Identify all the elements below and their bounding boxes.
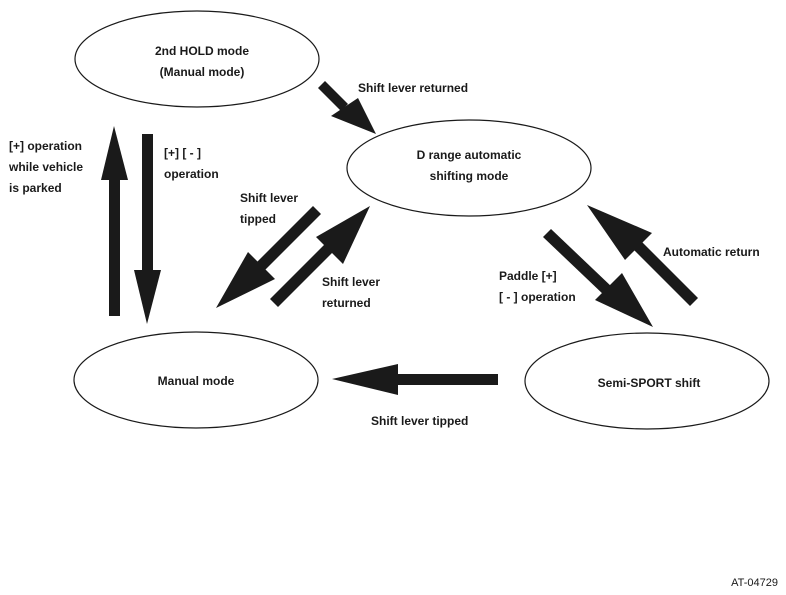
label-hold-to-manual-line2: operation [164,167,219,181]
node-manual-mode: Manual mode [73,331,319,429]
label-drange-to-manual-line1: Shift lever [240,191,298,205]
label-hold-to-manual-line1: [+] [ - ] [164,146,201,160]
label-drange-to-sport-line2: [ - ] operation [499,290,576,304]
figure-id: AT-04729 [731,577,778,589]
hold-mode-label-line2: (Manual mode) [160,65,245,79]
label-sport-to-manual: Shift lever tipped [371,414,468,428]
label-manual-to-drange-line1: Shift lever [322,275,380,289]
arrow-hold-to-manual [134,134,161,324]
label-hold-to-drange: Shift lever returned [358,81,468,95]
node-semi-sport-shift: Semi-SPORT shift [524,332,770,430]
arrow-sport-to-manual [332,364,498,395]
semi-sport-label: Semi-SPORT shift [598,376,701,390]
node-hold-mode: 2nd HOLD mode (Manual mode) [74,10,320,108]
label-manual-to-hold-line2: while vehicle [8,160,83,174]
arrow-manual-to-drange [270,206,370,307]
arrow-drange-to-sport [543,229,653,327]
d-range-label-line1: D range automatic [417,148,522,162]
label-manual-to-drange-line2: returned [322,296,371,310]
hold-mode-label-line1: 2nd HOLD mode [155,44,249,58]
label-manual-to-hold-line3: is parked [9,181,62,195]
arrow-sport-to-drange [587,205,698,306]
label-sport-to-drange: Automatic return [663,245,760,259]
arrow-hold-to-drange [318,81,376,134]
node-d-range-mode: D range automatic shifting mode [346,119,592,217]
label-drange-to-sport-line1: Paddle [+] [499,269,557,283]
label-manual-to-hold-line1: [+] operation [9,139,82,153]
arrow-drange-to-manual [216,206,321,308]
manual-mode-label: Manual mode [158,374,235,388]
d-range-label-line2: shifting mode [430,169,509,183]
label-drange-to-manual-line2: tipped [240,212,276,226]
arrow-manual-to-hold [101,126,128,316]
